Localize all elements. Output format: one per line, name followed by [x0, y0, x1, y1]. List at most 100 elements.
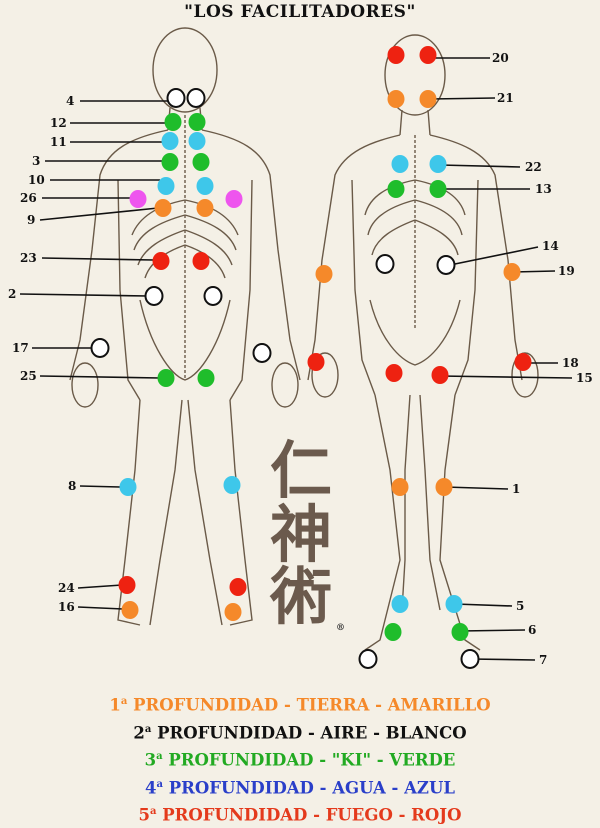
legend-sup: a — [156, 778, 163, 790]
label-9: 9 — [27, 213, 35, 227]
label-23: 23 — [20, 251, 37, 265]
label-21: 21 — [497, 91, 514, 105]
legend-row-3: 3a PROFUNDIDAD - "KI" - VERDE — [0, 745, 600, 773]
front-point-15-right — [431, 366, 449, 384]
body-diagram: 4 12 11 3 10 26 9 23 2 17 25 8 24 16 20 … — [8, 27, 593, 669]
back-point-17-left — [90, 338, 110, 358]
legend-row-5: 5a PROFUNDIDAD - FUEGO - ROJO — [0, 800, 600, 828]
back-point-23-left — [152, 252, 170, 270]
front-point-1-right — [435, 478, 453, 496]
back-point-12-left — [164, 113, 182, 131]
label-5: 5 — [516, 599, 524, 613]
back-point-labels: 4 12 11 3 10 26 9 23 2 17 25 8 24 16 — [8, 94, 76, 614]
front-point-19-left — [315, 265, 333, 283]
back-point-26-right — [225, 190, 243, 208]
label-20: 20 — [492, 51, 509, 65]
front-point-7-right — [460, 649, 480, 669]
back-point-25-left — [157, 369, 175, 387]
front-point-14-left — [375, 254, 395, 274]
acupressure-points — [90, 46, 532, 669]
front-point-6-left — [384, 623, 402, 641]
label-17: 17 — [12, 341, 29, 355]
back-point-4-left — [166, 88, 186, 108]
legend-ordinal: 5 — [138, 805, 151, 825]
back-point-11-left — [161, 132, 179, 150]
label-6: 6 — [528, 623, 536, 637]
legend-sup: a — [144, 723, 152, 735]
label-13: 13 — [535, 182, 552, 196]
label-18: 18 — [562, 356, 579, 370]
back-figure-outline — [69, 27, 301, 626]
label-16: 16 — [58, 600, 75, 614]
back-point-24-right — [229, 578, 247, 596]
front-point-20-left — [387, 46, 405, 64]
front-point-14-right — [436, 255, 456, 275]
back-point-9-right — [196, 199, 214, 217]
back-point-25-right — [197, 369, 215, 387]
calligraphy-char-2: 神 — [270, 498, 332, 571]
back-point-23-right — [192, 252, 210, 270]
label-26: 26 — [20, 191, 37, 205]
legend-sup: a — [156, 751, 163, 762]
back-point-16-right — [224, 603, 242, 621]
calligraphy-char-3: 術 — [269, 560, 332, 633]
front-point-19-right — [503, 263, 521, 281]
legend-text: PROFUNDIDAD - FUEGO - ROJO — [156, 805, 462, 825]
back-point-11-right — [188, 132, 206, 150]
front-point-20-right — [419, 46, 437, 64]
label-2: 2 — [8, 287, 16, 301]
back-point-26-left — [129, 190, 147, 208]
label-25: 25 — [20, 369, 37, 383]
back-point-10-right — [196, 177, 214, 195]
label-12: 12 — [50, 116, 67, 130]
calligraphy-logo: 仁 神 術 ® — [269, 434, 345, 633]
calligraphy-char-1: 仁 — [270, 434, 332, 507]
legend-ordinal: 1 — [109, 695, 121, 715]
back-point-17-right — [252, 343, 272, 363]
legend-row-4: 4a PROFUNDIDAD - AGUA - AZUL — [0, 773, 600, 801]
diagram-title: "LOS FACILITADORES" — [184, 2, 416, 22]
label-19: 19 — [558, 264, 575, 278]
label-8: 8 — [68, 479, 76, 493]
front-point-22-left — [391, 155, 409, 173]
legend-row-2: 2a PROFUNDIDAD - AIRE - BLANCO — [0, 718, 600, 746]
label-24: 24 — [58, 581, 75, 595]
back-point-10-left — [157, 177, 175, 195]
back-point-8-right — [223, 476, 241, 494]
front-point-6-right — [451, 623, 469, 641]
front-point-5-right — [445, 595, 463, 613]
front-point-21-right — [419, 90, 437, 108]
front-point-15-left — [385, 364, 403, 382]
legend-text: PROFUNDIDAD - AGUA - AZUL — [163, 778, 455, 797]
label-7: 7 — [539, 653, 547, 667]
back-point-2-right — [203, 286, 223, 306]
legend-ordinal: 4 — [145, 778, 157, 797]
front-point-18-right — [514, 353, 532, 371]
back-point-12-right — [188, 113, 206, 131]
label-10: 10 — [28, 173, 45, 187]
back-point-4-right — [186, 88, 206, 108]
back-leader-lines — [19, 100, 172, 610]
front-figure-outline — [307, 34, 539, 651]
front-leader-lines — [429, 57, 573, 661]
front-point-1-left — [391, 478, 409, 496]
label-14: 14 — [542, 239, 559, 253]
label-3: 3 — [32, 154, 40, 168]
label-4: 4 — [66, 94, 74, 108]
legend-text: PROFUNDIDAD - TIERRA - AMARILLO — [127, 695, 491, 715]
legend-ordinal: 3 — [144, 750, 157, 770]
label-1: 1 — [512, 482, 520, 496]
back-point-8-left — [119, 478, 137, 496]
legend-text: PROFUNDIDAD - "KI" - VERDE — [162, 750, 456, 770]
front-point-labels: 20 21 22 13 14 19 18 15 1 5 6 7 — [492, 51, 593, 667]
registered-mark: ® — [336, 623, 345, 633]
label-11: 11 — [50, 135, 67, 149]
front-point-22-right — [429, 155, 447, 173]
front-point-5-left — [391, 595, 409, 613]
front-point-18-left — [307, 353, 325, 371]
legend-text: PROFUNDIDAD - AIRE - BLANCO — [151, 723, 467, 742]
legend-sup: a — [120, 696, 128, 707]
legend-ordinal: 2 — [133, 723, 145, 742]
front-point-13-left — [387, 180, 405, 198]
back-point-3-right — [192, 153, 210, 171]
